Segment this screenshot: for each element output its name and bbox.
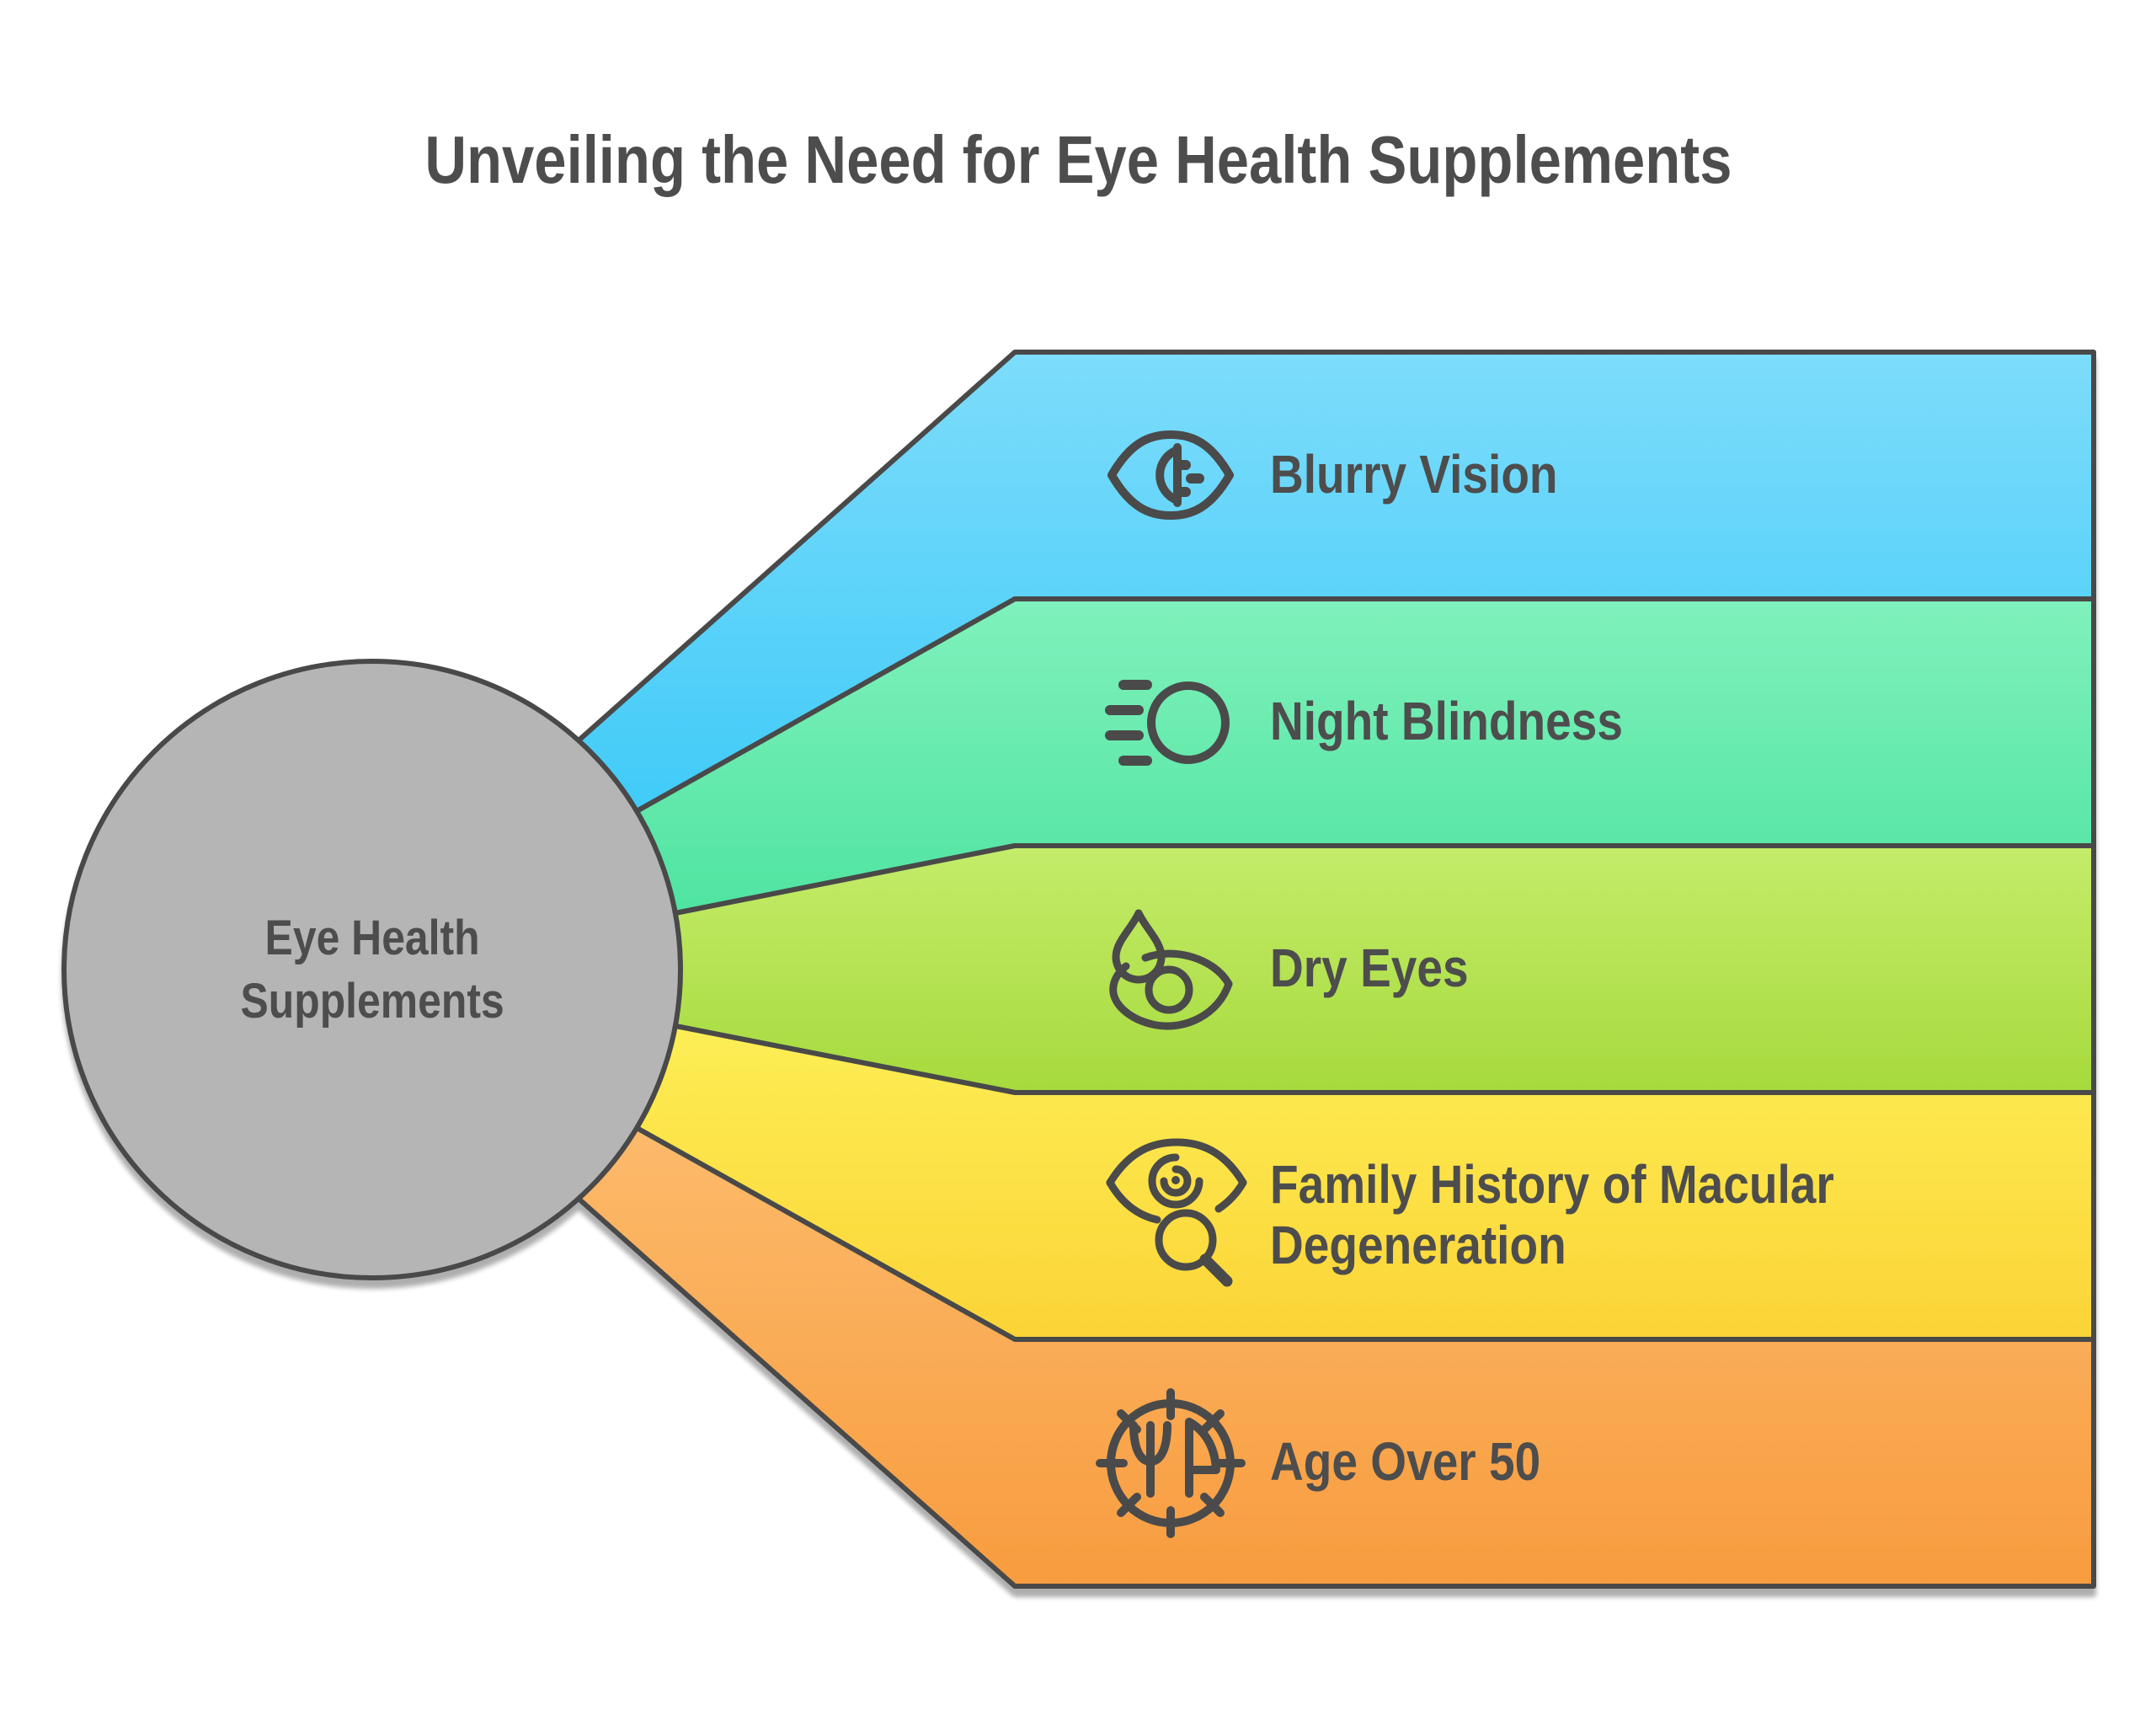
band-label-dry-eyes: Dry Eyes — [1270, 938, 1469, 999]
page-title: Unveiling the Need for Eye Health Supple… — [424, 122, 1732, 197]
blurry-eye-icon — [1107, 430, 1234, 520]
hub-label: Eye Health Supplements — [240, 910, 504, 1029]
night-moon-speed-lines-icon — [1105, 680, 1230, 766]
band-label-age-over-50: Age Over 50 — [1270, 1431, 1541, 1493]
eye-spiral-magnifier-icon — [1106, 1138, 1247, 1287]
band-label-night-blindness: Night Blindness — [1270, 691, 1623, 752]
hub-circle — [61, 659, 683, 1280]
age-clock-dial-icon — [1096, 1388, 1246, 1538]
band-label-family-history: Family History of Macular Degeneration — [1270, 1154, 1834, 1275]
teardrop-eye-icon — [1109, 909, 1233, 1030]
band-label-blurry-vision: Blurry Vision — [1270, 444, 1558, 505]
